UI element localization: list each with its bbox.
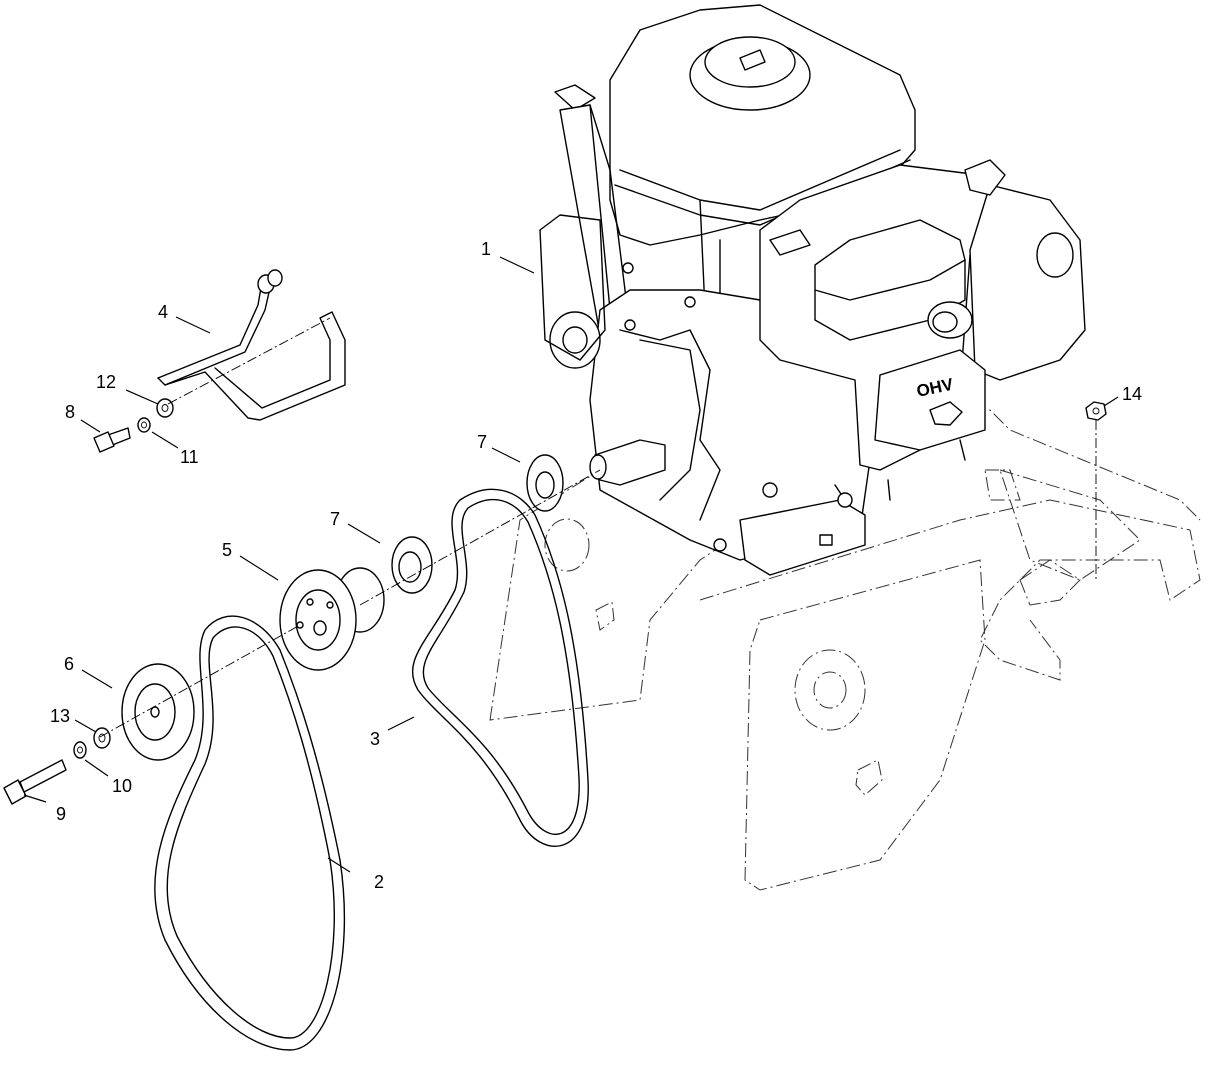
bolt-9	[3, 759, 67, 805]
callout-11: 11	[180, 447, 199, 467]
callout-12: 12	[96, 372, 116, 392]
pulley-6	[121, 663, 195, 761]
washer-12	[156, 398, 174, 418]
belt-3	[411, 488, 589, 847]
lock-washer-10	[73, 741, 87, 759]
callout-13: 13	[50, 706, 70, 726]
callout-7a: 7	[330, 509, 340, 529]
pulley-5	[279, 567, 385, 671]
callout-5: 5	[222, 540, 232, 560]
callouts: 1 2 3 4 5 6 7 7 8 9 10 11 12 13 14	[50, 239, 1142, 892]
assembly-centerlines	[99, 317, 1097, 738]
callout-10: 10	[112, 776, 132, 796]
callout-3: 3	[370, 729, 380, 749]
callout-1: 1	[481, 239, 491, 259]
callout-2: 2	[374, 872, 384, 892]
hub-7-lower	[391, 536, 433, 594]
washer-13	[93, 727, 111, 749]
hub-7-upper	[526, 454, 564, 512]
callout-9: 9	[56, 804, 66, 824]
leader-lines	[23, 256, 1119, 873]
engine: OHV	[539, 4, 1086, 576]
callout-6: 6	[64, 654, 74, 674]
flange-nut-14	[1085, 401, 1107, 421]
belt-guard-bracket	[157, 269, 346, 421]
callout-8: 8	[65, 402, 75, 422]
lock-washer-11	[137, 417, 151, 433]
callout-14: 14	[1122, 384, 1142, 404]
bolt-8	[93, 427, 131, 453]
belt-2	[154, 615, 346, 1051]
callout-7b: 7	[477, 432, 487, 452]
callout-4: 4	[158, 302, 168, 322]
